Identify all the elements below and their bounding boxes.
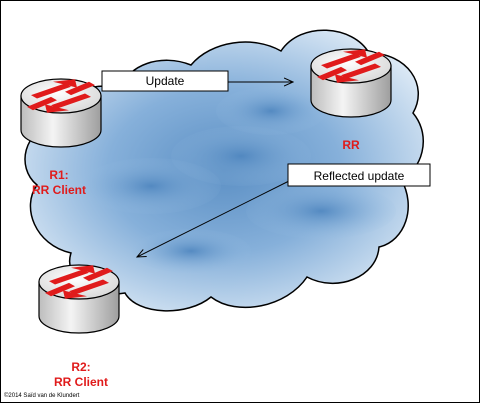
update-box [101, 70, 229, 92]
router-icon [310, 48, 392, 118]
router-rr [310, 48, 392, 118]
r1-name-label: R1: [49, 168, 68, 182]
r2-role-label: RR Client [54, 375, 108, 389]
reflected-update-flow: Reflected update [137, 163, 431, 257]
router-r1 [20, 78, 102, 148]
reflected-update-arrow [137, 178, 294, 257]
router-r2 [38, 264, 120, 334]
copyright-text: ©2014 Saïd van de Klundert [4, 392, 80, 399]
update-flow: Update [101, 70, 293, 92]
r2-name-label: R2: [71, 360, 90, 374]
rr-label: RR [342, 138, 360, 152]
router-icon [38, 264, 120, 334]
r1-role-label: RR Client [32, 183, 86, 197]
reflected-update-label: Reflected update [314, 169, 405, 183]
reflected-update-box [287, 163, 431, 187]
router-icon [20, 78, 102, 148]
update-label: Update [146, 74, 185, 88]
